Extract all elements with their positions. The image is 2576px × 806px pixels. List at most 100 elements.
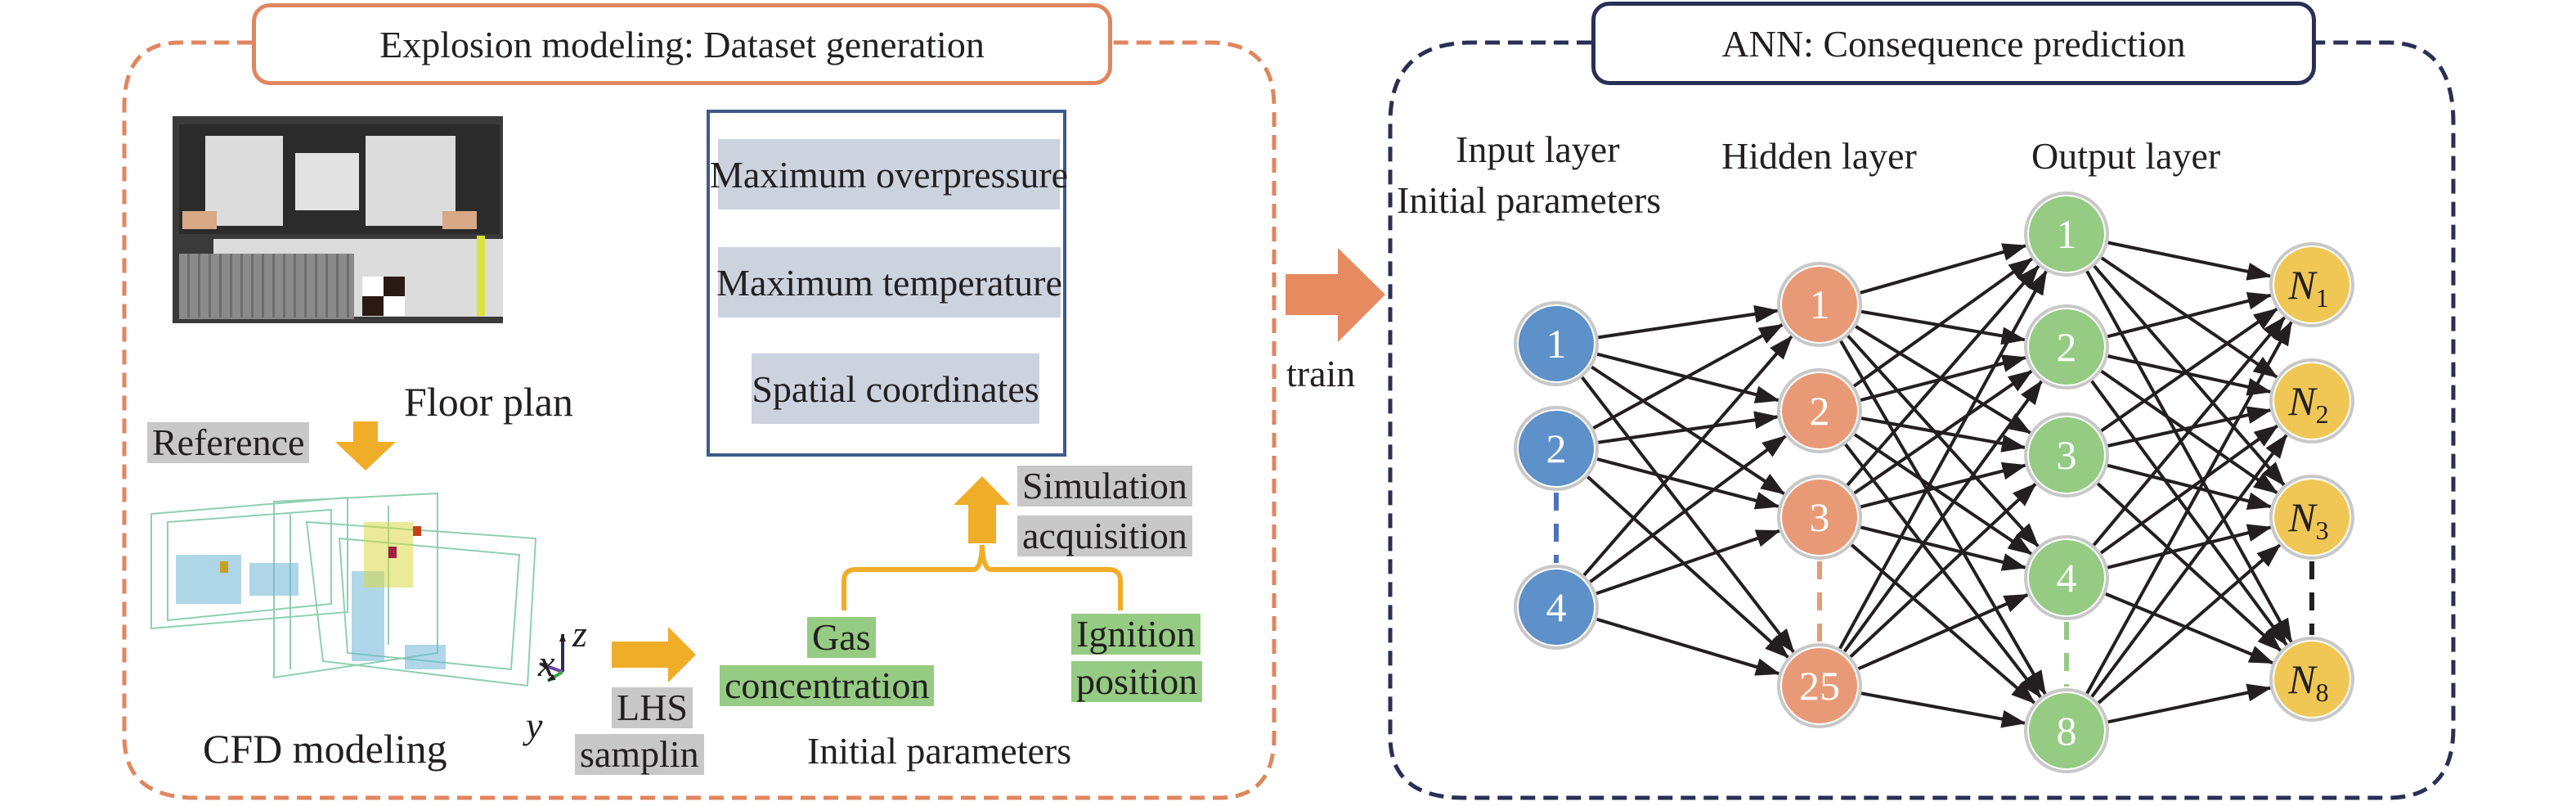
node-input-1: 1 [1514, 301, 1599, 386]
node-label: 1 [2057, 211, 2077, 257]
connection-edge [1596, 411, 1779, 444]
connection-edge [1595, 617, 1781, 676]
connection-edge [1591, 323, 1784, 430]
node-input-2: 2 [1514, 406, 1599, 491]
input-layer-label: Input layer [1456, 128, 1620, 170]
lhs-label-line1: LHS [612, 687, 693, 728]
simulation-label-line2: acquisition [1017, 516, 1192, 556]
connection-edge [1858, 354, 2027, 403]
connection-edge [2098, 424, 2279, 556]
connection-edge [1859, 309, 2026, 345]
output-item: Spatial coordinates [752, 353, 1039, 424]
connection-edge [2106, 406, 2273, 448]
z-axis-label: z [572, 613, 587, 655]
connection-edge [1859, 691, 2026, 728]
simulation-outputs-box: Maximum overpressure Maximum temperature… [707, 110, 1068, 457]
connection-edge [2096, 543, 2282, 705]
node-hidden2-8: 8 [2024, 688, 2109, 773]
connection-edge [1582, 335, 1793, 578]
connection-edge [2091, 316, 2287, 547]
connection-edge [2103, 592, 2274, 664]
lhs-arrow [612, 627, 696, 682]
node-output-N2: N2 [2269, 358, 2354, 444]
cfd-modeling-label: CFD modeling [203, 726, 447, 772]
output-layer-label: Output layer [2031, 135, 2221, 177]
connection-edge [2085, 320, 2293, 696]
connection-edge [1595, 457, 1780, 510]
cfd-model-image [150, 492, 537, 687]
node-input-4: 4 [1514, 565, 1599, 650]
lhs-label-line2: samplin [575, 734, 704, 775]
output-item: Maximum overpressure [710, 139, 1068, 209]
connection-edge [1594, 529, 1781, 596]
dataset-generation-title-text: Explosion modeling: Dataset generation [379, 23, 985, 65]
node-output-N3: N3 [2269, 475, 2354, 560]
connection-edge [1852, 432, 2033, 556]
node-hidden1-25: 25 [1777, 643, 1862, 728]
input-layer-sublabel: Initial parameters [1397, 179, 1662, 221]
gas-label-line1: Gas [807, 617, 876, 658]
node-hidden2-3: 3 [2024, 412, 2109, 498]
node-label: N2 [2287, 378, 2328, 429]
node-output-N8: N8 [2269, 637, 2354, 722]
connection-edge [2106, 683, 2273, 724]
simulation-label-line1: Simulation [1017, 466, 1192, 507]
connection-edge [1851, 257, 2034, 389]
node-label: 4 [1546, 584, 1567, 630]
train-label: train [1286, 353, 1356, 394]
connection-edge [1859, 525, 2027, 571]
bracket [841, 544, 1123, 610]
simulation-arrow [954, 476, 1010, 543]
connection-edge [1842, 380, 2043, 654]
right-panel-border [1388, 40, 2456, 800]
node-label: 2 [1546, 426, 1567, 471]
node-label: 1 [1546, 321, 1567, 367]
connection-edge [2105, 291, 2273, 339]
node-label: 8 [2057, 708, 2077, 754]
node-label: 25 [1799, 663, 1840, 709]
hidden-layer-label: Hidden layer [1721, 135, 1917, 177]
connection-edge [1845, 264, 2040, 488]
connection-edge [2089, 379, 2288, 646]
dataset-generation-title: Explosion modeling: Dataset generation [252, 3, 1112, 85]
connection-edge [1838, 269, 2048, 651]
left-panel-border [122, 40, 1277, 800]
consequence-prediction-title-text: ANN: Consequence prediction [1721, 22, 2186, 65]
connection-edge [2105, 463, 2273, 511]
connection-edge [1858, 243, 2027, 295]
ignition-label-line2: position [1071, 661, 1203, 702]
reference-label: Reference [147, 422, 310, 463]
node-label: N3 [2287, 494, 2328, 545]
connection-edge [1587, 435, 1787, 584]
connection-edge [1596, 304, 1779, 340]
connection-edge [2098, 307, 2278, 434]
connection-edge [1852, 369, 2033, 496]
connection-edge [2106, 353, 2273, 396]
connection-edge [1848, 483, 2037, 660]
node-label: N1 [2287, 262, 2328, 313]
node-label: N8 [2287, 656, 2328, 707]
node-hidden1-2: 2 [1777, 368, 1862, 453]
connection-edge [2106, 524, 2273, 570]
reference-arrow [335, 421, 396, 471]
connection-edge [1579, 375, 1795, 654]
connection-edge [2089, 434, 2288, 700]
floor-plan-label: Floor plan [404, 379, 573, 425]
x-axis-label: x [538, 642, 555, 684]
connection-edge [2106, 241, 2273, 281]
node-label: 4 [2057, 555, 2077, 601]
ignition-label-line1: Ignition [1071, 614, 1200, 655]
node-hidden1-1: 1 [1777, 262, 1862, 347]
node-label: 3 [2057, 432, 2077, 478]
node-hidden1-3: 3 [1777, 475, 1862, 560]
y-axis [546, 670, 564, 682]
connection-edge [1859, 462, 2027, 509]
gas-label-line2: concentration [720, 665, 935, 706]
node-hidden2-4: 4 [2024, 535, 2109, 620]
floor-plan-image [173, 116, 503, 323]
x-axis [539, 662, 563, 673]
node-label: 2 [2057, 324, 2077, 370]
